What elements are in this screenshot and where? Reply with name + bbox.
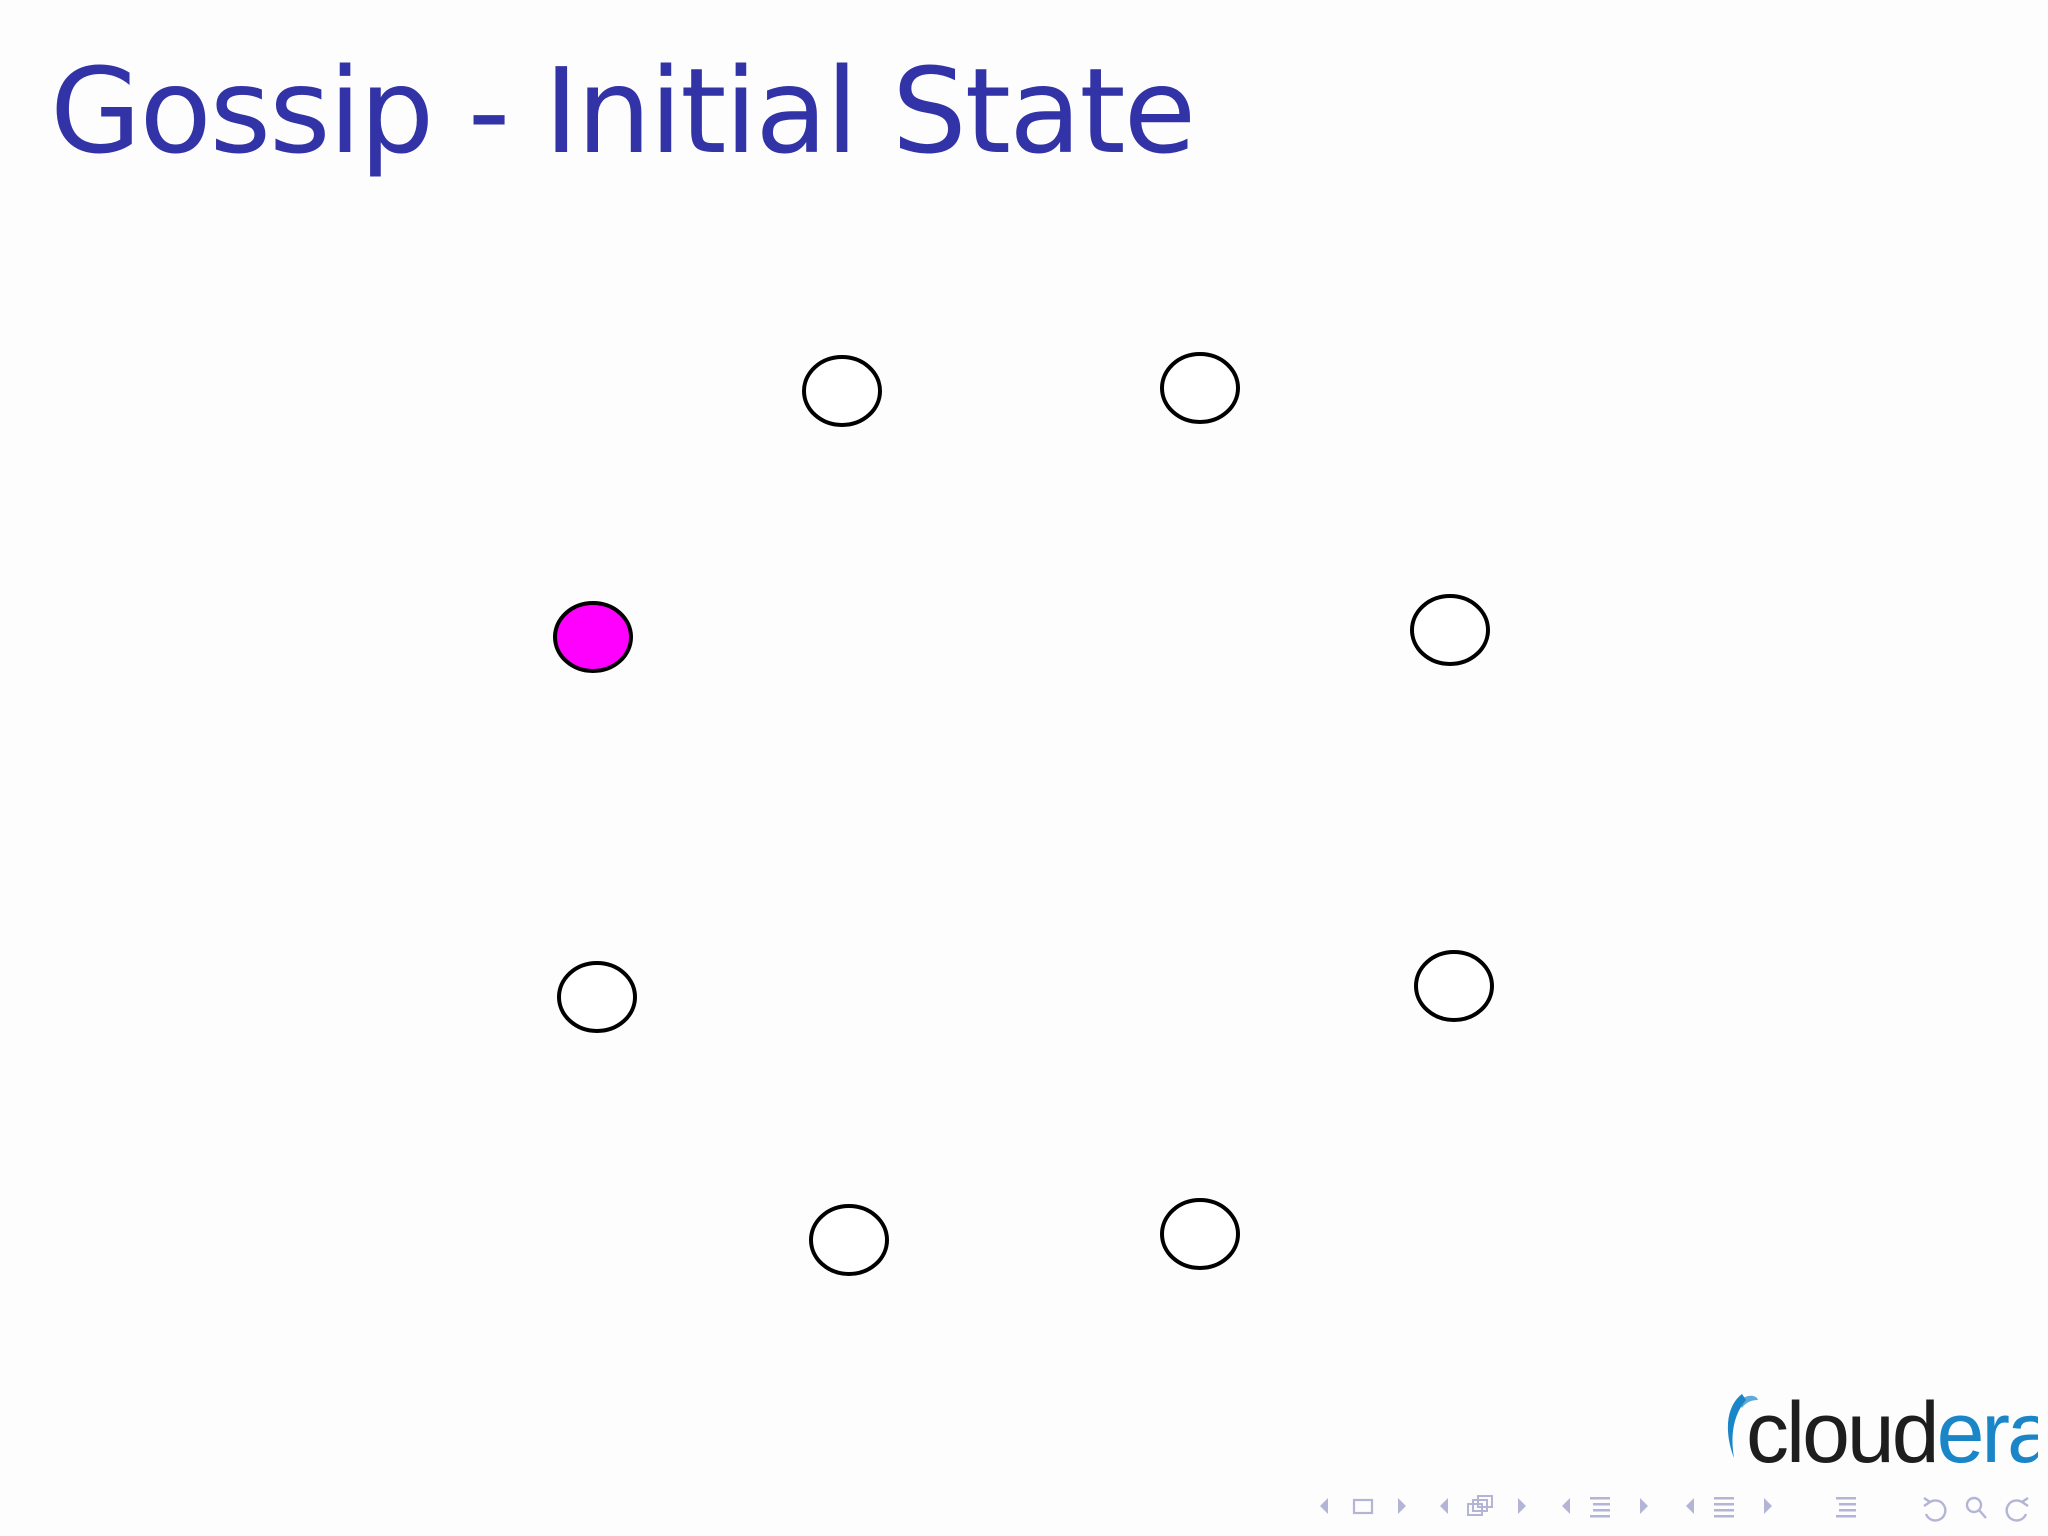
node-left-lower — [557, 961, 637, 1033]
beamer-navigation-bar — [1320, 1495, 2029, 1522]
svg-text:cloudera: cloudera — [1746, 1388, 2038, 1468]
node-left-upper — [553, 601, 633, 673]
logo-text-era: era — [1937, 1388, 2038, 1468]
node-right-upper — [1410, 594, 1490, 666]
subsection-nav-icon[interactable] — [1562, 1497, 1648, 1518]
butterfly-icon — [1727, 1394, 1746, 1458]
node-bottom-left — [809, 1204, 889, 1276]
section-nav-icon[interactable] — [1686, 1497, 1772, 1518]
cloudera-logo: cloudera — [1727, 1388, 2038, 1468]
node-top-right — [1160, 352, 1240, 424]
doc-nav-icon[interactable] — [1836, 1497, 1856, 1518]
logo-text-cloud: cloud — [1746, 1388, 1937, 1468]
slide-nav-icon[interactable] — [1320, 1498, 1406, 1515]
frame-nav-icon[interactable] — [1440, 1495, 1526, 1516]
back-icon[interactable] — [1923, 1497, 1947, 1522]
slide-title: Gossip - Initial State — [50, 42, 1196, 180]
forward-icon[interactable] — [2005, 1497, 2029, 1522]
search-icon[interactable] — [1965, 1496, 1987, 1519]
node-bottom-right — [1160, 1198, 1240, 1270]
node-right-lower — [1414, 950, 1494, 1022]
node-top-left — [802, 355, 882, 427]
